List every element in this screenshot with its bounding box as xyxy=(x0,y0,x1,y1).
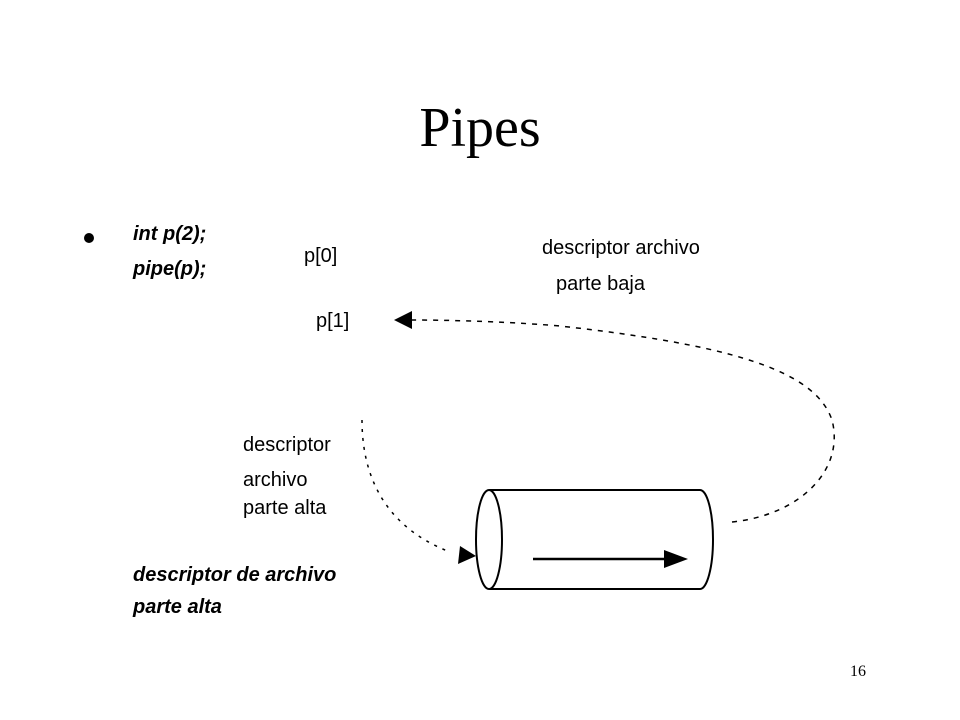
bullet-point xyxy=(84,233,94,243)
label-p1: p[1] xyxy=(316,310,350,332)
label-write-end-line1: descriptor xyxy=(243,434,331,456)
code-line-pipe-call: pipe(p); xyxy=(133,258,207,280)
internal-flow-arrowhead xyxy=(664,550,688,568)
label-bottom-line1: descriptor de archivo xyxy=(133,564,337,586)
label-read-end-line1: descriptor archivo xyxy=(542,237,700,259)
label-p0: p[0] xyxy=(304,245,338,267)
label-bottom-line2: parte alta xyxy=(133,596,222,618)
slide-title: Pipes xyxy=(419,97,541,159)
return-flow-dotted-curve xyxy=(411,319,835,523)
arrowhead-to-p1 xyxy=(394,311,412,329)
label-write-end-line3: parte alta xyxy=(243,497,327,519)
label-read-end-line2: parte baja xyxy=(556,273,645,295)
code-line-declaration: int p(2); xyxy=(133,223,207,245)
arrowhead-into-pipe xyxy=(458,546,476,564)
page-number: 16 xyxy=(850,663,866,680)
pipe-cylinder xyxy=(475,489,714,590)
label-write-end-line2: archivo xyxy=(243,469,308,491)
write-flow-dotted-curve xyxy=(361,419,451,553)
